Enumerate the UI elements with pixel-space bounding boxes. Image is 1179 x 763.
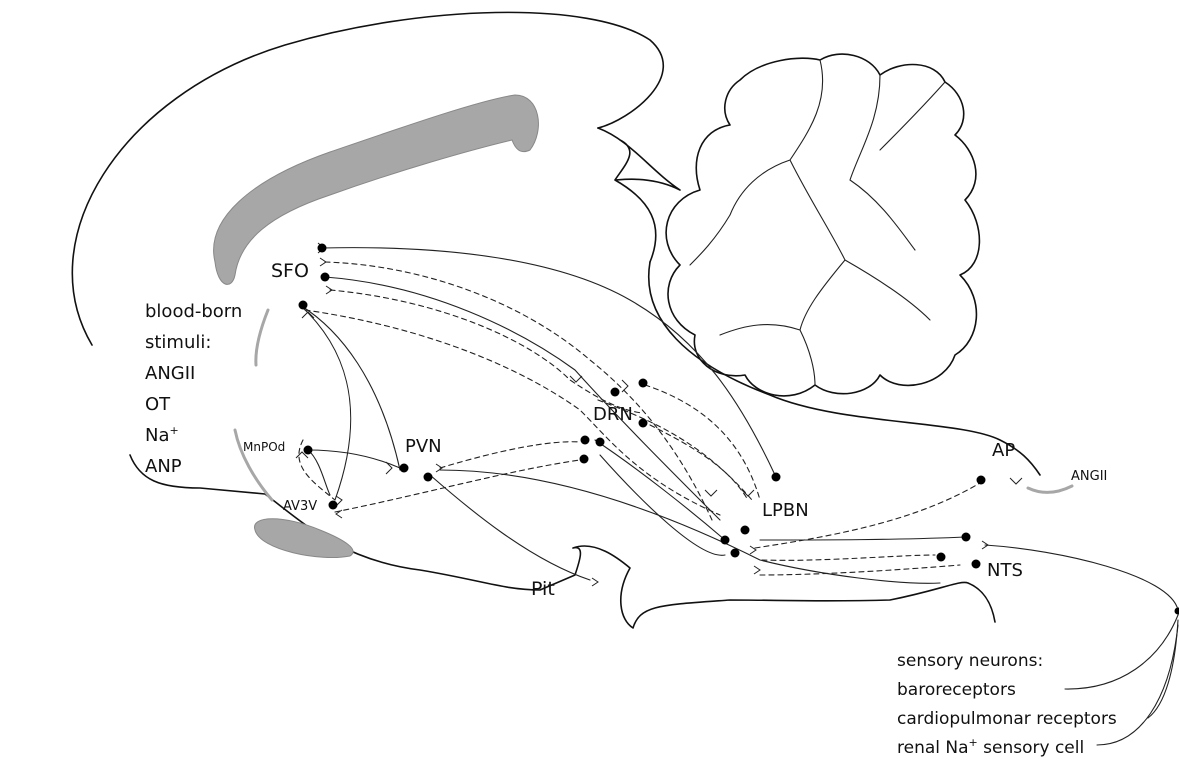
label-pvn: PVN bbox=[405, 438, 442, 456]
label-mnpod: MnPOd bbox=[243, 441, 285, 453]
stimulus-angii: ANGII bbox=[145, 358, 242, 389]
sensory-heading: sensory neurons: bbox=[897, 647, 1117, 676]
stimulus-na-text: Na bbox=[145, 425, 170, 446]
sensory-renal: renal Na+ sensory cell bbox=[897, 734, 1117, 763]
dashed-projections bbox=[299, 262, 985, 575]
hindbrain-outline bbox=[649, 262, 1040, 475]
label-angii-ap: ANGII bbox=[1071, 470, 1107, 483]
cerebellum-outline bbox=[666, 54, 979, 396]
optic-chiasm bbox=[255, 519, 354, 558]
stimulus-na: Na+ bbox=[145, 420, 242, 451]
label-lpbn: LPBN bbox=[762, 502, 809, 520]
lower-brain-outline bbox=[130, 455, 995, 628]
solid-projections bbox=[300, 248, 1178, 610]
sensory-renal-prefix: renal Na bbox=[897, 738, 969, 758]
stimulus-ot: OT bbox=[145, 389, 242, 420]
blood-stimuli-bracket-upper bbox=[256, 310, 268, 365]
label-drn: DRN bbox=[593, 406, 633, 424]
cerebellum-folia bbox=[690, 60, 945, 385]
blood-stimuli-heading-1: blood-born bbox=[145, 296, 242, 327]
blood-stimuli-list: blood-born stimuli: ANGII OT Na+ ANP bbox=[145, 296, 242, 482]
sensory-neurons-list: sensory neurons: baroreceptors cardiopul… bbox=[897, 647, 1117, 763]
label-sfo: SFO bbox=[271, 262, 309, 281]
synaptic-terminals bbox=[296, 243, 1022, 586]
blood-stimuli-heading-2: stimuli: bbox=[145, 327, 242, 358]
label-av3v: AV3V bbox=[283, 500, 317, 513]
sensory-cardiopulmonar: cardiopulmonar receptors bbox=[897, 705, 1117, 734]
label-ap: AP bbox=[992, 442, 1015, 460]
sensory-renal-suffix: sensory cell bbox=[978, 738, 1084, 758]
sensory-baroreceptors: baroreceptors bbox=[897, 676, 1117, 705]
angii-ap-marker bbox=[1028, 486, 1072, 492]
sensory-renal-superscript: + bbox=[969, 736, 978, 749]
label-pit: Pit bbox=[531, 580, 555, 599]
stimulus-anp: ANP bbox=[145, 451, 242, 482]
stimulus-na-superscript: + bbox=[170, 424, 179, 437]
neuron-cell-bodies bbox=[299, 244, 1179, 615]
label-nts: NTS bbox=[987, 562, 1023, 580]
